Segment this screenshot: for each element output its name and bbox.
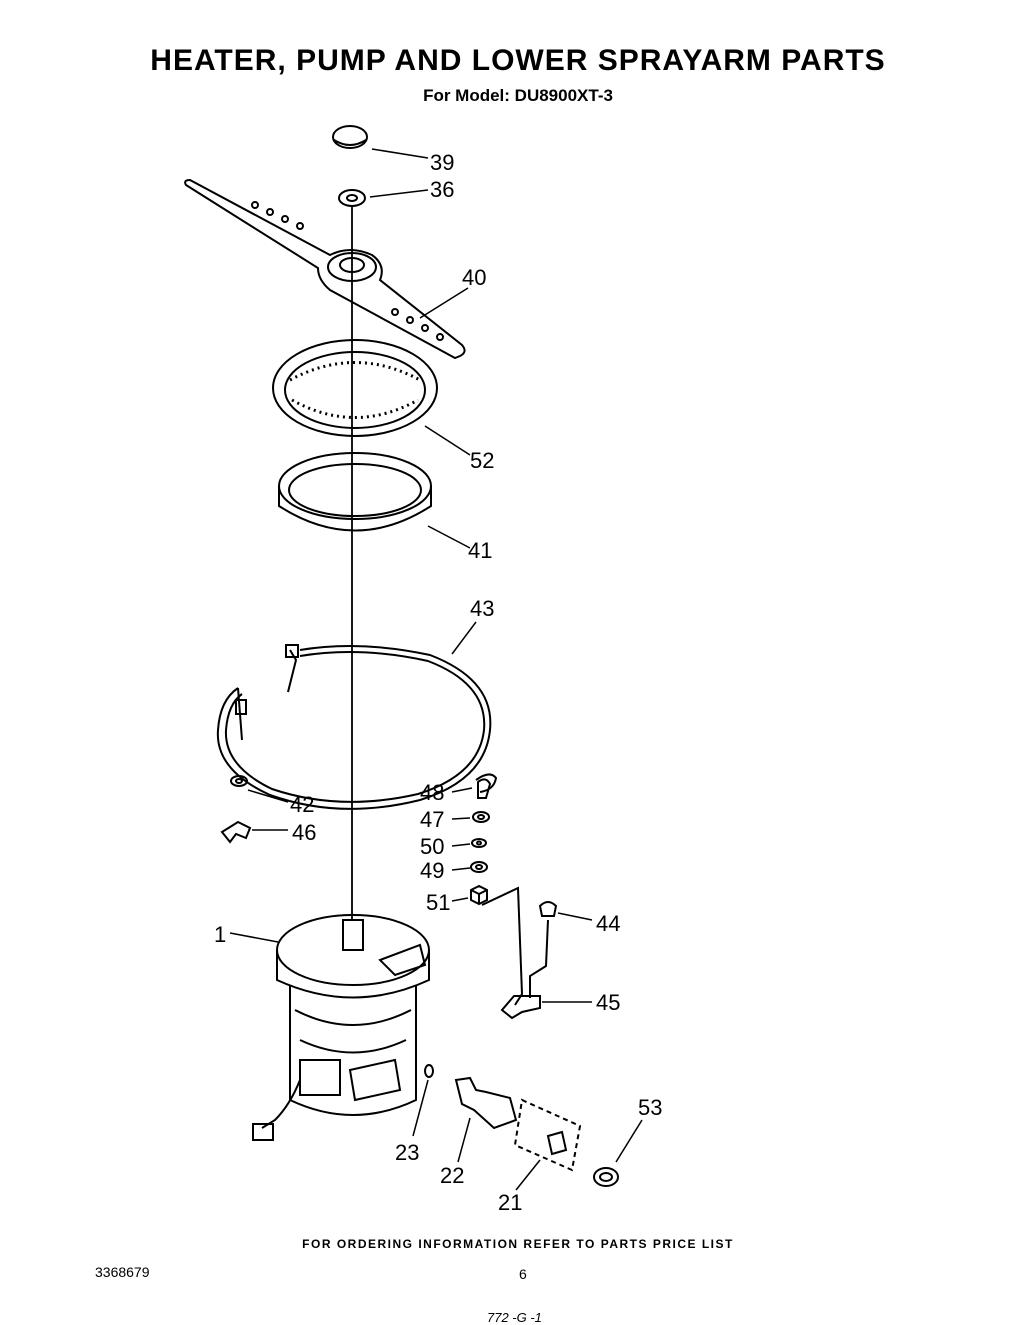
callout-49: 49 bbox=[420, 858, 444, 883]
part-45-bracket bbox=[500, 995, 541, 1020]
leader-42 bbox=[247, 789, 289, 803]
callout-45: 45 bbox=[596, 990, 620, 1015]
part-49-washer bbox=[470, 861, 488, 873]
callout-44: 44 bbox=[596, 911, 620, 936]
leader-43 bbox=[451, 621, 477, 655]
leader-36 bbox=[369, 189, 429, 198]
callout-51: 51 bbox=[426, 890, 450, 915]
callout-22: 22 bbox=[440, 1163, 464, 1188]
part-22-connector bbox=[454, 1076, 518, 1130]
wire-44-45 bbox=[529, 919, 549, 998]
leader-52 bbox=[424, 425, 471, 456]
callout-1: 1 bbox=[214, 922, 226, 947]
leader-48 bbox=[451, 787, 473, 793]
callout-36: 36 bbox=[430, 177, 454, 202]
callout-46: 46 bbox=[292, 820, 316, 845]
handwritten-code: 772 -G -1 bbox=[487, 1310, 542, 1325]
callout-47: 47 bbox=[420, 807, 444, 832]
leader-49 bbox=[451, 867, 471, 871]
part-51-nut bbox=[470, 884, 488, 906]
document-number: 3368679 bbox=[95, 1264, 150, 1280]
callout-48: 48 bbox=[420, 780, 444, 805]
callout-53: 53 bbox=[638, 1095, 662, 1120]
part-40-sprayarm bbox=[184, 178, 466, 360]
leader-41 bbox=[427, 525, 471, 549]
leader-50 bbox=[451, 843, 471, 847]
part-48-connector bbox=[477, 778, 492, 799]
leader-53 bbox=[615, 1119, 643, 1163]
part-1-pump-motor bbox=[252, 914, 430, 1141]
part-41-seal-ring bbox=[278, 452, 432, 532]
ground-strap-wire bbox=[481, 886, 524, 1006]
callout-39: 39 bbox=[430, 150, 454, 175]
part-53-clamp bbox=[593, 1167, 619, 1187]
part-42-washer bbox=[230, 775, 248, 787]
leader-22 bbox=[457, 1117, 471, 1163]
callout-23: 23 bbox=[395, 1140, 419, 1165]
part-23-o-ring bbox=[424, 1064, 434, 1078]
part-52-filter-ring bbox=[272, 339, 438, 437]
part-46-clip bbox=[220, 820, 252, 844]
leader-39 bbox=[371, 148, 429, 159]
ordering-note: FOR ORDERING INFORMATION REFER TO PARTS … bbox=[302, 1237, 734, 1251]
part-47-washer bbox=[472, 811, 490, 823]
callout-40: 40 bbox=[462, 265, 486, 290]
part-36-washer bbox=[338, 189, 366, 207]
part-21-plate bbox=[513, 1098, 582, 1172]
callout-43: 43 bbox=[470, 596, 494, 621]
leader-21 bbox=[515, 1159, 541, 1191]
leader-51 bbox=[451, 897, 469, 902]
part-43-heater-element bbox=[216, 644, 498, 810]
callout-42: 42 bbox=[290, 792, 314, 817]
callout-21: 21 bbox=[498, 1190, 522, 1215]
leader-40 bbox=[419, 287, 469, 319]
part-39-cap bbox=[332, 125, 368, 149]
callout-52: 52 bbox=[470, 448, 494, 473]
leader-44 bbox=[557, 912, 593, 921]
leader-1 bbox=[229, 932, 279, 943]
page-number: 6 bbox=[519, 1266, 527, 1282]
page-title: HEATER, PUMP AND LOWER SPRAYARM PARTS bbox=[150, 44, 886, 77]
callout-50: 50 bbox=[420, 834, 444, 859]
callout-41: 41 bbox=[468, 538, 492, 563]
part-50-washer bbox=[471, 838, 487, 848]
leader-23 bbox=[412, 1079, 429, 1137]
model-subtitle: For Model: DU8900XT-3 bbox=[423, 86, 613, 105]
part-44-clamp bbox=[538, 901, 558, 917]
leader-47 bbox=[451, 817, 471, 820]
